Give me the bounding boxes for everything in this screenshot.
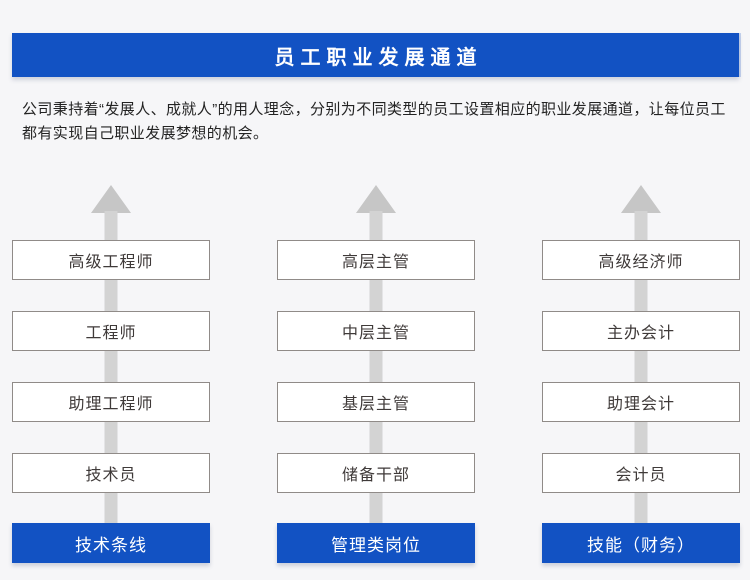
- category-box-management: 管理类岗位: [277, 523, 475, 563]
- level-box: 助理会计: [542, 382, 740, 422]
- level-box: 中层主管: [277, 311, 475, 351]
- up-arrow-icon: [91, 185, 131, 213]
- level-box: 储备干部: [277, 453, 475, 493]
- level-box: 会计员: [542, 453, 740, 493]
- intro-paragraph: 公司秉持着“发展人、成就人”的用人理念，分别为不同类型的员工设置相应的职业发展通…: [22, 101, 726, 142]
- level-box: 主办会计: [542, 311, 740, 351]
- career-column-management: 高层主管 中层主管 基层主管 储备干部 管理类岗位: [277, 185, 475, 563]
- up-arrow-icon: [621, 185, 661, 213]
- level-box: 高级经济师: [542, 240, 740, 280]
- level-box: 工程师: [12, 311, 210, 351]
- page-title-banner: 员工职业发展通道: [12, 33, 739, 77]
- level-box: 技术员: [12, 453, 210, 493]
- category-box-finance-skill: 技能（财务）: [542, 523, 740, 563]
- career-column-technical: 高级工程师 工程师 助理工程师 技术员 技术条线: [12, 185, 210, 563]
- career-ladder-diagram: 高级工程师 工程师 助理工程师 技术员 技术条线 高层主管 中层主管 基层主管 …: [12, 185, 740, 563]
- level-box: 基层主管: [277, 382, 475, 422]
- level-box: 高级工程师: [12, 240, 210, 280]
- category-box-technical: 技术条线: [12, 523, 210, 563]
- career-column-finance-skill: 高级经济师 主办会计 助理会计 会计员 技能（财务）: [542, 185, 740, 563]
- level-box: 助理工程师: [12, 382, 210, 422]
- page-title: 员工职业发展通道: [274, 46, 483, 69]
- up-arrow-icon: [356, 185, 396, 213]
- level-box: 高层主管: [277, 240, 475, 280]
